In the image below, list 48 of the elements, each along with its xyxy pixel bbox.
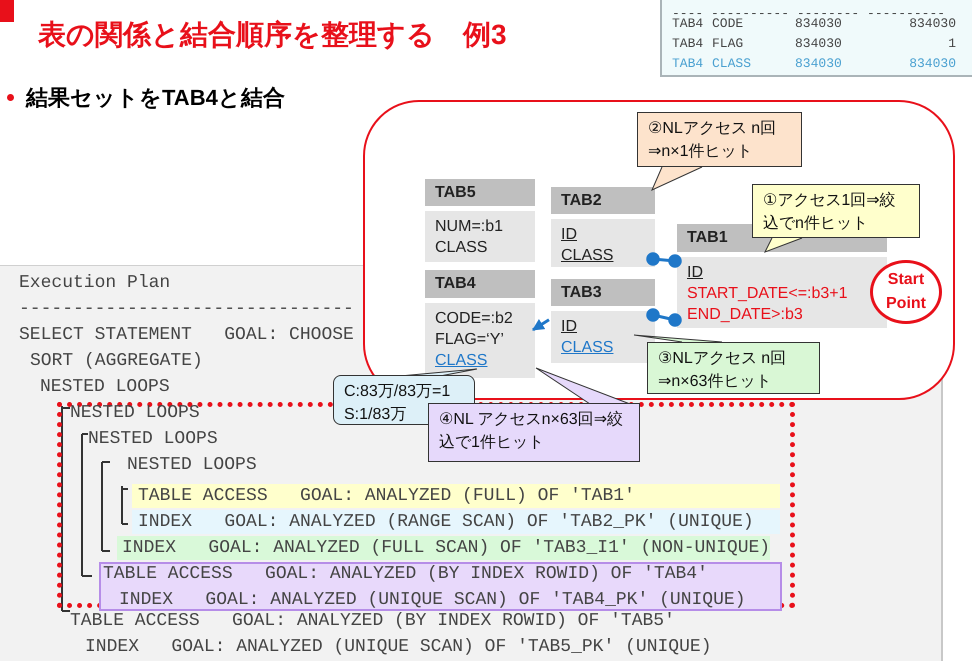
table-cell: 834030 bbox=[909, 16, 956, 32]
code-line: INDEX GOAL: ANALYZED (UNIQUE SCAN) OF 'TAB5_PK' (UNIQUE) bbox=[85, 636, 712, 658]
start-point-marker: Start Point bbox=[870, 260, 942, 324]
table-header: TAB3 bbox=[551, 279, 655, 306]
code-line: TABLE ACCESS GOAL: ANALYZED (BY INDEX ROWID) OF 'TAB5' bbox=[70, 610, 675, 632]
table-header: TAB2 bbox=[551, 187, 655, 214]
table-cell: TAB4 bbox=[672, 36, 704, 52]
result-table-panel bbox=[660, 0, 972, 77]
table-header: TAB4 bbox=[425, 270, 535, 298]
column-text: START_DATE<=:b3+1 bbox=[687, 284, 848, 304]
bullet-text: 結果セットをTAB4と結合 bbox=[26, 84, 285, 112]
table-cell: 834030 bbox=[795, 56, 842, 72]
code-line: SELECT STATEMENT GOAL: CHOOSE bbox=[19, 324, 354, 346]
code-line: TABLE ACCESS GOAL: ANALYZED (BY INDEX ROWID) OF 'TAB4' bbox=[103, 563, 708, 585]
column-text: CLASS bbox=[435, 238, 488, 258]
column-text: CODE=:b2 bbox=[435, 309, 513, 329]
column-text: CLASS bbox=[561, 338, 614, 358]
code-line: Execution Plan bbox=[19, 272, 170, 294]
connector bbox=[646, 252, 682, 268]
code-line: INDEX GOAL: ANALYZED (UNIQUE SCAN) OF 'TAB4_PK' (UNIQUE) bbox=[119, 589, 746, 611]
table-cell: 834030 bbox=[909, 56, 956, 72]
code-line: NESTED LOOPS bbox=[88, 428, 218, 450]
table-cell: TAB4 bbox=[672, 16, 704, 32]
column-text: ID bbox=[687, 263, 703, 283]
column-text: END_DATE>:b3 bbox=[687, 305, 803, 325]
column-text: CLASS bbox=[435, 351, 488, 371]
table-header: TAB5 bbox=[425, 179, 535, 206]
table-cell: CLASS bbox=[712, 56, 752, 72]
column-text: FLAG=‘Y’ bbox=[435, 330, 504, 350]
table-cell: 1 bbox=[948, 36, 956, 52]
code-line: NESTED LOOPS bbox=[40, 376, 170, 398]
connector bbox=[532, 318, 550, 332]
connector bbox=[646, 308, 682, 327]
slide-title: 表の関係と結合順序を整理する 例3 bbox=[38, 18, 507, 52]
column-text: CLASS bbox=[561, 246, 614, 266]
column-text: ID bbox=[561, 317, 577, 337]
table-cell: 834030 bbox=[795, 36, 842, 52]
code-line: NESTED LOOPS bbox=[70, 402, 200, 424]
table-cell: FLAG bbox=[712, 36, 744, 52]
highlight-frame bbox=[57, 402, 795, 608]
code-line: SORT (AGGREGATE) bbox=[30, 350, 203, 372]
column-text: NUM=:b1 bbox=[435, 217, 504, 237]
highlight-box bbox=[99, 562, 782, 611]
code-line: ------------------------------- bbox=[19, 298, 354, 320]
table-cell: TAB4 bbox=[672, 56, 704, 72]
code-line: NESTED LOOPS bbox=[127, 454, 257, 476]
table-cell: 834030 bbox=[795, 16, 842, 32]
column-text: ID bbox=[561, 225, 577, 245]
